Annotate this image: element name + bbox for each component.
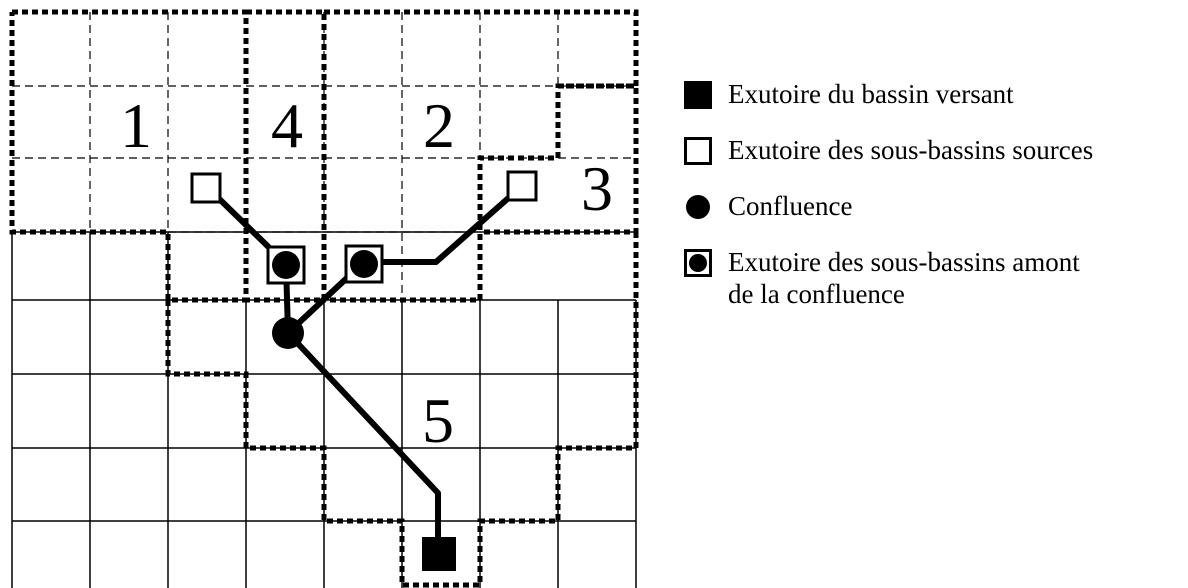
source-outlet-square-1 <box>190 172 222 204</box>
boxed-circle-icon <box>684 249 712 277</box>
zone-label-4: 4 <box>271 90 303 161</box>
basin-2-boundary <box>324 9 639 303</box>
legend: Exutoire du bassin versant Exutoire des … <box>684 78 1184 330</box>
filled-circle-icon <box>686 195 710 219</box>
basin-5-boundary <box>165 232 639 588</box>
zone-label-3: 3 <box>581 153 613 224</box>
source-outlet-square-2 <box>506 170 538 202</box>
basin-outlet-square <box>422 537 456 571</box>
legend-item-basin-outlet: Exutoire du bassin versant <box>684 78 1184 110</box>
zone-label-5: 5 <box>422 385 454 456</box>
upstream-outlet-node-2 <box>344 244 384 284</box>
hollow-square-icon <box>684 137 712 165</box>
flow-segment <box>285 330 441 556</box>
confluence-node <box>272 317 304 349</box>
legend-label: Exutoire des sous-bassins amont de la co… <box>728 247 1080 309</box>
legend-label: Exutoire du bassin versant <box>728 79 1014 109</box>
legend-label: Confluence <box>728 191 853 221</box>
zone-labels: 1 4 2 3 5 <box>120 90 613 456</box>
legend-item-source-outlet: Exutoire des sous-bassins sources <box>684 134 1184 166</box>
legend-label: Exutoire des sous-bassins sources <box>728 135 1094 165</box>
watershed-grid-diagram: 1 4 2 3 5 <box>9 9 639 588</box>
legend-item-confluence: Confluence <box>684 190 1184 222</box>
upstream-outlet-node-1 <box>266 245 306 285</box>
legend-item-upstream-outlet: Exutoire des sous-bassins amont de la co… <box>684 246 1184 310</box>
flow-segment <box>361 183 525 265</box>
zone-label-1: 1 <box>120 90 152 161</box>
zone-label-2: 2 <box>423 90 455 161</box>
basin-3-boundary <box>480 83 639 235</box>
filled-square-icon <box>684 81 712 109</box>
flow-network <box>203 183 525 556</box>
